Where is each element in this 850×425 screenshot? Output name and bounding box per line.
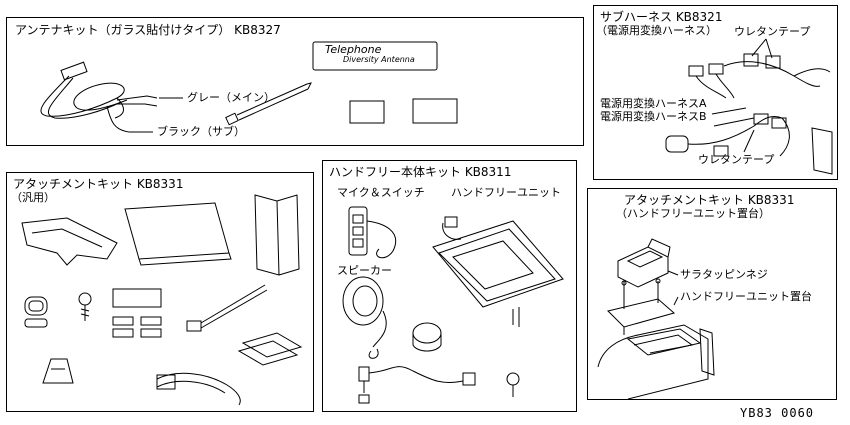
label-handsfree-stand: ハンドフリーユニット置台 [680, 290, 812, 303]
attachment-stand-title: アタッチメントキット KB8331 [624, 193, 795, 207]
screw-icon [78, 292, 92, 321]
harness-b-icon [665, 113, 790, 157]
small-screw-icon [506, 372, 520, 397]
belt-icon [156, 372, 241, 406]
folded-card-icon [254, 194, 280, 276]
speaker-icon [342, 276, 387, 359]
panel-handsfree-kit: ハンドフリー本体キット KB8311 マイク＆スイッチ ハンドフリーユニット ス… [322, 160, 577, 412]
antenna-cable-icon [40, 61, 158, 133]
handsfree-unit-icon [432, 216, 564, 327]
label-mic-switch: マイク＆スイッチ [337, 186, 425, 199]
label-countersunk-screw: サラタッピンネジ [680, 268, 768, 281]
urethane-tape-sheet-icon [811, 127, 833, 175]
stand-plate-icon [607, 298, 676, 328]
attachment-stand-subtitle: （ハンドフリーユニット置台） [616, 207, 770, 220]
tape-pad-large-icon [412, 98, 458, 124]
handsfree-kit-illustration [342, 206, 564, 404]
panel-attachment-stand: アタッチメントキット KB8331 （ハンドフリーユニット置台） サラタッピンネ… [587, 188, 837, 400]
sticker-icon [312, 41, 438, 71]
tape-pad-icon [112, 288, 162, 308]
label-urethane-tape-top: ウレタンテープ [734, 25, 811, 38]
label-harness-a: 電源用変換ハーネスA [600, 97, 707, 110]
sheet-icon [241, 332, 303, 358]
card-icon [699, 328, 715, 376]
attachment-stand-illustration [597, 238, 715, 400]
sticker-text-line1: Telephone [325, 43, 382, 56]
cable-tie-icon [186, 284, 268, 332]
ring-icon [24, 296, 48, 316]
panel-sub-harness: サブハーネス KB8321 （電源用変換ハーネス） ウレタンテープ 電源用変換ハ [593, 5, 838, 180]
sub-harness-title: サブハーネス KB8321 [600, 10, 723, 24]
mic-switch-icon [348, 206, 396, 259]
label-black-sub: ブラック（サブ） [157, 125, 245, 138]
label-handsfree-unit: ハンドフリーユニット [451, 186, 561, 199]
attachment-general-illustration [21, 194, 303, 406]
console-icon [597, 324, 709, 400]
tape-pad-small-icon [349, 100, 385, 124]
attachment-general-title: アタッチメントキット KB8331 [13, 177, 184, 191]
sub-harness-illustration [665, 38, 833, 175]
harness-a-icon [688, 53, 831, 99]
pad-sheet-icon [124, 202, 230, 260]
antenna-kit-title: アンテナキット（ガラス貼付けタイプ） KB8327 [15, 23, 281, 37]
attachment-general-subtitle: （汎用） [11, 191, 55, 204]
sticker-text-line2: Diversity Antenna [343, 55, 415, 64]
bracket-icon [21, 217, 118, 266]
reference-code: YB83 0060 [740, 406, 815, 420]
label-speaker: スピーカー [337, 264, 392, 277]
unit-cradle-icon [617, 238, 671, 288]
label-urethane-tape-bottom: ウレタンテープ [698, 153, 775, 166]
sub-harness-subtitle: （電源用変換ハーネス） [596, 24, 717, 37]
cable-tie-icon [225, 82, 312, 126]
wire-harness-icon [358, 366, 476, 404]
panel-antenna-kit: アンテナキット（ガラス貼付けタイプ） KB8327 Telephone Dive… [6, 17, 584, 146]
antenna-kit-illustration [40, 41, 458, 133]
panel-attachment-general: アタッチメントキット KB8331 （汎用） [6, 172, 314, 412]
label-harness-b: 電源用変換ハーネスB [600, 110, 707, 123]
handsfree-kit-title: ハンドフリー本体キット KB8311 [329, 165, 512, 179]
label-gray-main: グレー（メイン） [187, 91, 275, 104]
speaker-cap-icon [412, 322, 442, 352]
clip-icon [42, 358, 74, 384]
